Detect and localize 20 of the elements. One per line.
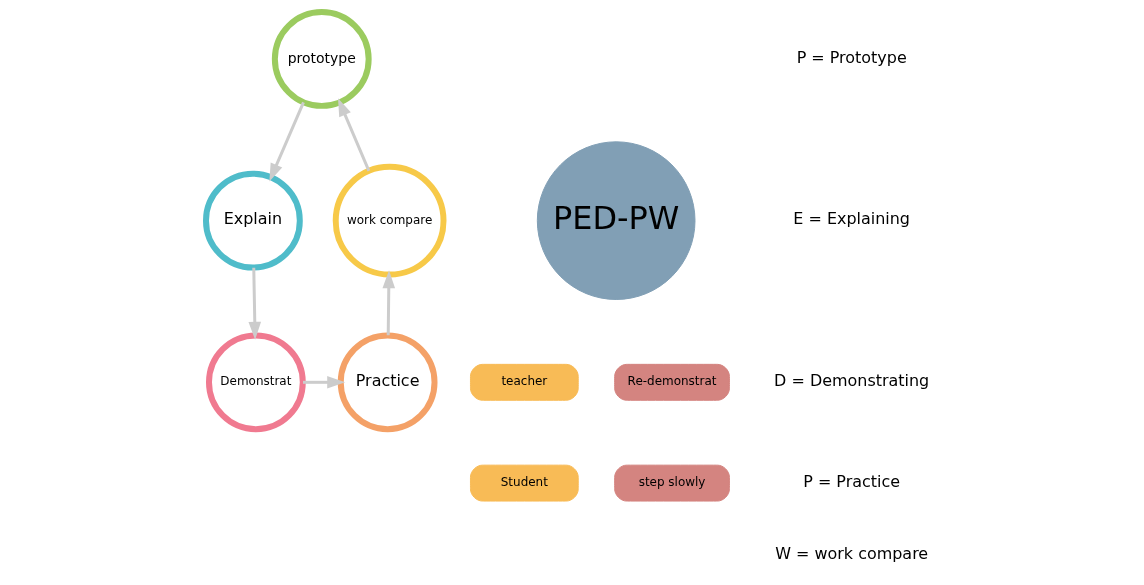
node-circle: Practice xyxy=(337,332,438,433)
arrow xyxy=(269,101,305,182)
node-circle: work compare xyxy=(332,163,447,278)
node-box: teacher xyxy=(469,363,579,401)
label: P = Prototype xyxy=(796,47,907,67)
label: D = Demonstrating xyxy=(774,371,930,391)
node-circle: Demonstrat xyxy=(206,332,306,433)
node-box: step slowly xyxy=(614,464,730,502)
arrow xyxy=(303,376,346,389)
node-box: Student xyxy=(469,464,579,502)
node-circle: Explain xyxy=(203,170,303,271)
node-circle: prototype xyxy=(271,9,372,109)
arrow xyxy=(248,267,262,340)
node-box: Re-demonstrat xyxy=(614,363,730,401)
arrow xyxy=(338,98,371,172)
label: P = Practice xyxy=(803,471,901,491)
node-circle: PED-PW xyxy=(536,141,696,300)
label: E = Explaining xyxy=(793,209,911,229)
label: W = work compare xyxy=(775,543,929,563)
arrow xyxy=(382,270,396,336)
